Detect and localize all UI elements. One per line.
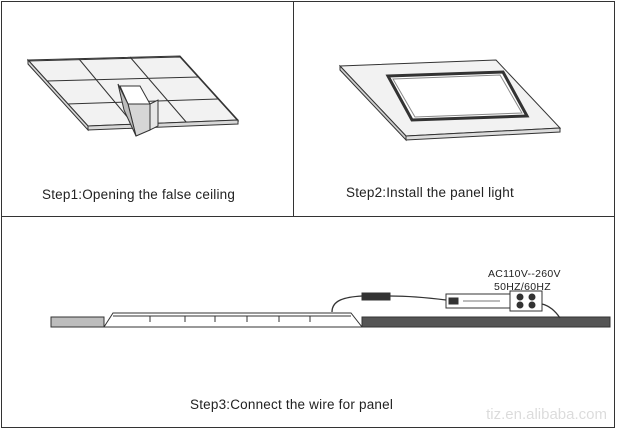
panel-light-side-view [103,312,364,328]
driver-voltage-label: AC110V--260V [488,268,561,280]
wire-connector [361,292,391,301]
connection-wire [331,295,561,319]
opened-ceiling-tile [117,83,159,137]
driver-frequency-label: 50HZ/60HZ [494,281,551,293]
step1-caption: Step1:Opening the false ceiling [42,187,236,202]
terminal-block [509,290,543,312]
step2-caption: Step2:Install the panel light [346,185,514,200]
led-driver [445,293,511,309]
step3-caption: Step3:Connect the wire for panel [190,397,394,412]
ceiling-section [50,316,611,328]
watermark: tiz.en.alibaba.com [486,406,607,423]
installed-panel-light [338,59,562,142]
